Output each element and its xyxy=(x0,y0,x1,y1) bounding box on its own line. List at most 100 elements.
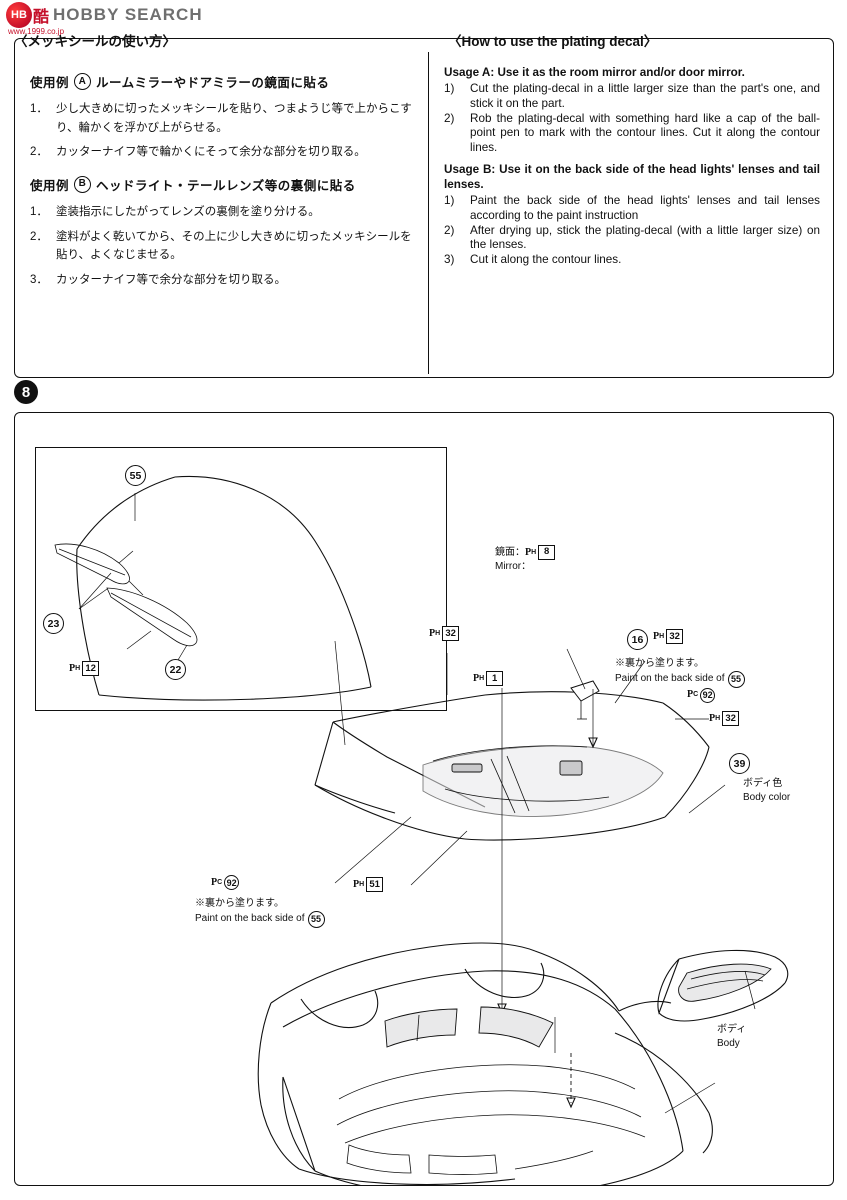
part-subscript: C xyxy=(693,691,699,699)
callout-55-right: 55 xyxy=(727,670,745,688)
usage-a-step-2-jp: 2． カッターナイフ等で輪かくにそって余分な部分を切り取る。 xyxy=(30,143,420,162)
part-ph51: P H 51 xyxy=(353,877,384,892)
part-letter: P xyxy=(353,879,360,890)
part-subscript: C xyxy=(217,879,223,886)
part-ph32-top: P H 32 xyxy=(653,629,684,644)
japanese-instructions: 使用例 A ルームミラーやドアミラーの鏡面に貼る 1． 少し大きめに切ったメッキ… xyxy=(30,72,420,295)
step-text: After drying up, stick the plating-decal… xyxy=(470,223,820,252)
part-number: 8 xyxy=(538,545,556,560)
assembly-line-art xyxy=(54,475,789,1185)
step-number: 1． xyxy=(30,103,48,115)
step-number-badge: 8 xyxy=(14,380,38,404)
wiper-detail-box xyxy=(35,447,447,711)
part-subscript: H xyxy=(531,548,537,556)
usage-a-step-2-en: 2) Rob the plating-decal with something … xyxy=(444,112,820,157)
usage-b-title-jp: ヘッドライト・テールレンズ等の裏側に貼る xyxy=(96,178,356,193)
step-text: Cut it along the contour lines. xyxy=(470,253,622,267)
watermark-cn-text: 酷 xyxy=(33,9,49,26)
part-ph32-left: P H 32 xyxy=(429,626,460,641)
part-letter: P xyxy=(211,877,218,888)
step-number: 1) xyxy=(444,193,455,207)
part-number: 12 xyxy=(82,661,100,676)
english-instructions: Usage A: Use it as the room mirror and/o… xyxy=(444,66,820,268)
body-color-jp: ボディ色 xyxy=(743,778,783,789)
part-number: 92 xyxy=(224,875,240,890)
callout-55-left: 55 xyxy=(307,910,325,928)
part-number: 32 xyxy=(722,711,740,726)
part-letter: P xyxy=(429,628,436,639)
usage-b-heading-jp: 使用例 B ヘッドライト・テールレンズ等の裏側に貼る xyxy=(30,175,420,194)
step-text: 塗料がよく乾いてから、その上に少し大きめに切ったメッキシールを貼り、よくなじませ… xyxy=(56,230,412,262)
part-letter: P xyxy=(687,689,694,701)
watermark-text: HOBBY SEARCH xyxy=(53,5,203,24)
body-color-label: ボディ色 Body color xyxy=(743,777,790,804)
part-subscript: H xyxy=(659,633,665,640)
part-number: 1 xyxy=(486,671,504,686)
paint-back-left-note: ※裏から塗ります。 Paint on the back side of 55 xyxy=(195,897,325,928)
usage-a-step-1-en: 1) Cut the plating-decal in a little lar… xyxy=(444,82,820,112)
part-subscript: H xyxy=(715,715,721,722)
paint-back-right-en: Paint on the back side of xyxy=(615,673,725,685)
part-number: 32 xyxy=(666,629,684,644)
body-label-jp: ボディ xyxy=(717,1024,747,1035)
usage-a-step-1-jp: 1． 少し大きめに切ったメッキシールを貼り、つまようじ等で上からこすり、輪かくを… xyxy=(30,100,420,137)
paint-back-right-jp: ※裏から塗ります。 xyxy=(615,658,704,669)
callout-55-subbox: 55 xyxy=(125,465,146,486)
usage-b-mark-jp: B xyxy=(74,175,92,193)
step-text: Rob the plating-decal with something har… xyxy=(470,111,820,155)
plating-decal-panel xyxy=(14,38,834,378)
paint-back-left-jp: ※裏から塗ります。 xyxy=(195,898,284,909)
usage-b-step-2-en: 2) After drying up, stick the plating-de… xyxy=(444,224,820,254)
part-number: 51 xyxy=(366,877,384,892)
body-label: ボディ Body xyxy=(717,1023,746,1050)
step-text: 少し大きめに切ったメッキシールを貼り、つまようじ等で上からこすり、輪かくを浮かび… xyxy=(56,103,412,134)
part-pc92-left: P C 92 xyxy=(211,875,240,890)
step-text: カッターナイフ等で輪かくにそって余分な部分を切り取る。 xyxy=(56,146,366,159)
usage-a-heading-jp: 使用例 A ルームミラーやドアミラーの鏡面に貼る xyxy=(30,72,420,91)
usage-b-step-3-jp: 3． カッターナイフ等で余分な部分を切り取る。 xyxy=(30,271,420,290)
step-text: Paint the back side of the head lights' … xyxy=(470,193,820,222)
step-number: 3． xyxy=(30,273,48,286)
assembly-diagram-panel: 55 23 22 P H 12 P H 32 P H 1 鏡面： P H 8 xyxy=(14,412,834,1186)
mirror-label-en: Mirror： xyxy=(495,561,532,572)
usage-b-step-1-jp: 1． 塗装指示にしたがってレンズの裏側を塗り分ける。 xyxy=(30,203,420,222)
usage-b-label-jp: 使用例 xyxy=(30,178,70,193)
watermark-badge: HB xyxy=(6,2,32,28)
usage-a-label-jp: 使用例 xyxy=(30,76,70,90)
part-number: 32 xyxy=(442,626,460,641)
step-text: Cut the plating-decal in a little larger… xyxy=(470,81,820,110)
part-letter: P xyxy=(473,673,480,684)
part-ph8: P H 8 xyxy=(525,545,556,560)
watermark-url: www.1999.co.jp xyxy=(8,27,65,36)
usage-b-step-2-jp: 2． 塗料がよく乾いてから、その上に少し大きめに切ったメッキシールを貼り、よくな… xyxy=(30,228,420,265)
step-number: 1) xyxy=(444,81,455,95)
callout-16: 16 xyxy=(627,629,648,650)
paint-back-right-note: ※裏から塗ります。 Paint on the back side of 55 P… xyxy=(615,657,817,703)
usage-a-title-en: Usage A: Use it as the room mirror and/o… xyxy=(444,66,745,79)
part-subscript: H xyxy=(359,881,365,888)
step-number: 3) xyxy=(444,253,455,267)
part-ph12: P H 12 xyxy=(69,661,100,676)
callout-39: 39 xyxy=(729,753,750,774)
paint-back-left-en: Paint on the back side of xyxy=(195,913,305,925)
usage-a-title-jp: ルームミラーやドアミラーの鏡面に貼る xyxy=(96,76,330,90)
hobby-search-watermark: HB 酷 HOBBY SEARCH xyxy=(6,2,203,28)
step-number: 2) xyxy=(444,111,455,125)
body-color-en: Body color xyxy=(743,791,791,803)
part-ph32-right: P H 32 xyxy=(709,711,740,726)
step-number: 1． xyxy=(30,205,48,218)
part-letter: P xyxy=(525,546,532,558)
usage-b-title-en: Usage B: Use it on the back side of the … xyxy=(444,163,820,192)
panel-header-english: 〈How to use the plating decal〉 xyxy=(448,34,658,49)
panel-divider xyxy=(428,52,430,374)
usage-b-step-3-en: 3) Cut it along the contour lines. xyxy=(444,253,820,268)
part-letter: P xyxy=(653,631,660,642)
mirror-label: 鏡面： P H 8 Mirror： xyxy=(495,545,556,574)
part-subscript: H xyxy=(435,630,441,637)
step-text: 塗装指示にしたがってレンズの裏側を塗り分ける。 xyxy=(56,205,320,218)
panel-header-japanese: 〈メッキシールの使い方〉 xyxy=(14,34,176,49)
usage-a-mark-jp: A xyxy=(74,73,92,90)
part-letter: P xyxy=(709,713,716,724)
part-ph1: P H 1 xyxy=(473,671,504,686)
